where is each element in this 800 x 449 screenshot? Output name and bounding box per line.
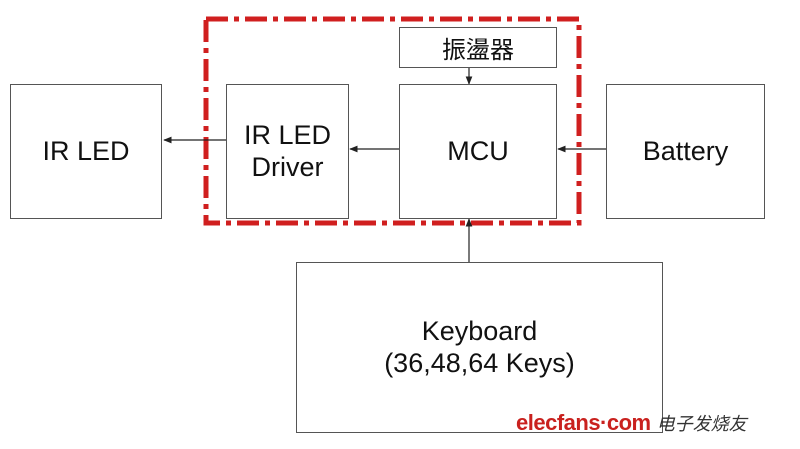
watermark: elecfans·com 电子发烧友: [516, 408, 792, 438]
ir-led-label: IR LED: [42, 136, 130, 167]
mcu-label: MCU: [447, 136, 509, 167]
ir-led-driver-label-line1: IR LED: [243, 120, 332, 151]
mcu-group-boundary: [203, 16, 582, 226]
watermark-chinese: 电子发烧友: [656, 414, 747, 435]
mcu-block: MCU: [399, 84, 557, 219]
keyboard-label-line1: Keyboard: [421, 316, 538, 347]
battery-block: Battery: [606, 84, 765, 219]
watermark-logo: elecfans·com: [516, 410, 651, 435]
keyboard-label-line2: (36,48,64 Keys): [384, 347, 575, 378]
oscillator-label: 振盪器: [442, 36, 514, 64]
battery-label: Battery: [642, 136, 729, 167]
ir-led-driver-label-line2: Driver: [251, 151, 324, 182]
oscillator-block: 振盪器: [399, 27, 557, 68]
ir-led-driver-block: IR LED Driver: [226, 84, 349, 219]
keyboard-block: Keyboard (36,48,64 Keys): [296, 262, 663, 433]
ir-led-block: IR LED: [10, 84, 162, 219]
